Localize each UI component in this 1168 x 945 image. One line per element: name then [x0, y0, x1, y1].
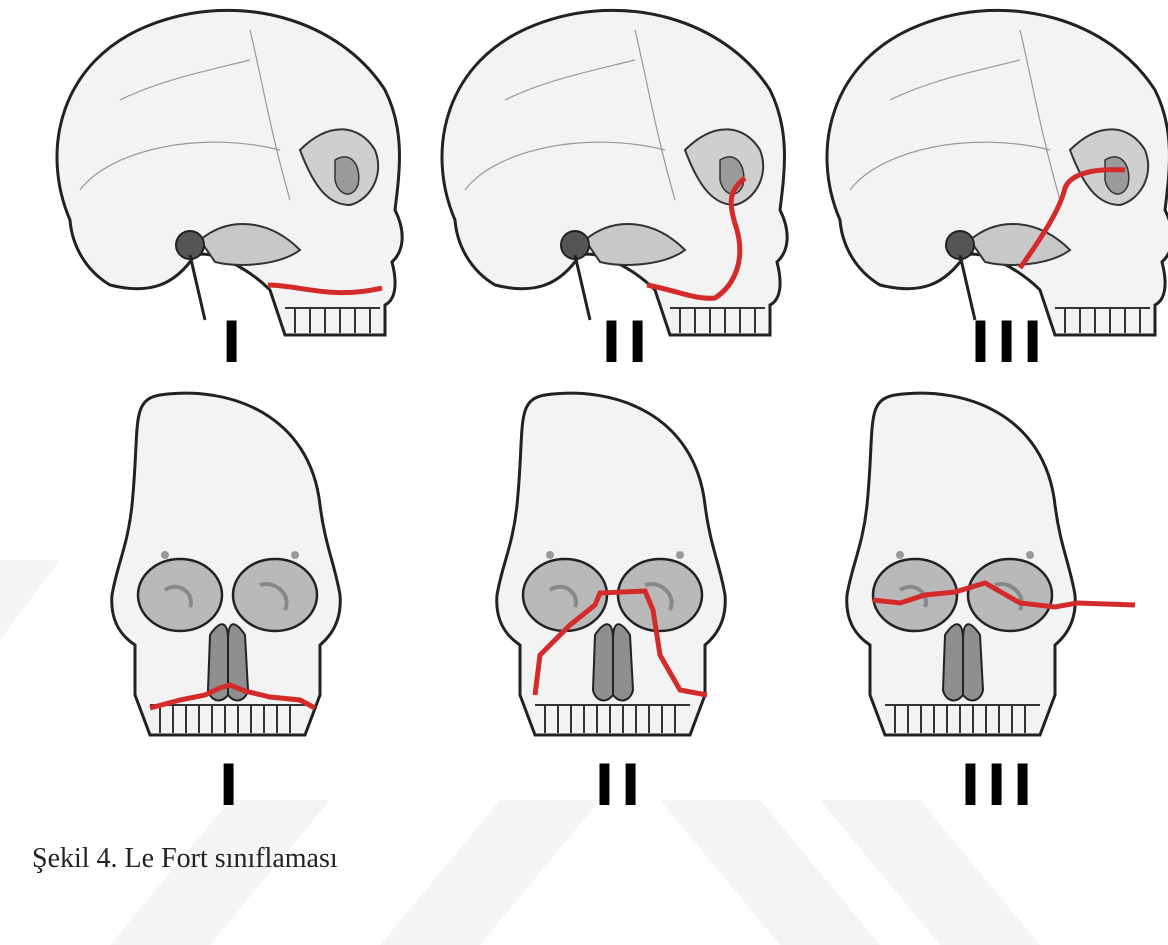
figure-caption: Şekil 4. Le Fort sınıflaması — [32, 843, 338, 875]
frontal-skull-1 — [112, 393, 341, 735]
label-lateral-3: III — [941, 312, 1079, 372]
frontal-skull-3 — [847, 393, 1135, 735]
label-frontal-3: III — [931, 755, 1069, 815]
label-lateral-2: II — [559, 312, 697, 372]
lateral-skull-3 — [827, 10, 1168, 335]
lateral-skull-2 — [442, 10, 787, 335]
lateral-skull-1 — [57, 10, 402, 335]
label-frontal-2: II — [552, 755, 690, 815]
frontal-skull-2 — [497, 393, 726, 735]
label-frontal-1: I — [163, 755, 301, 815]
label-lateral-1: I — [166, 312, 304, 372]
